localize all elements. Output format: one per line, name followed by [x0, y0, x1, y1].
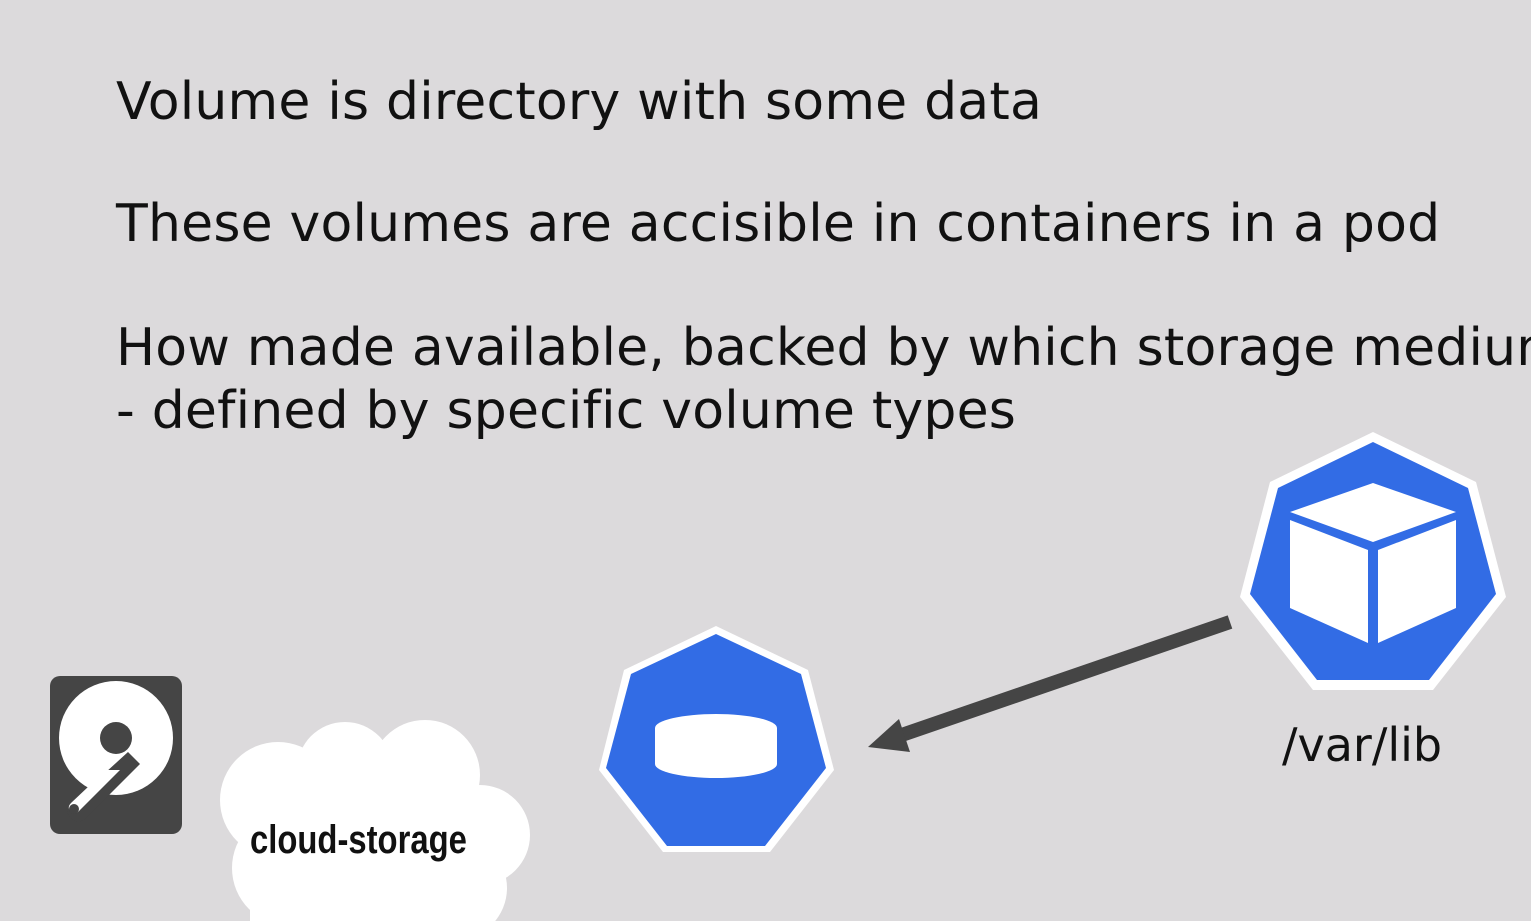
kubernetes-pod-icon	[1240, 432, 1506, 690]
cloud-icon	[220, 720, 530, 921]
arrow-left-icon	[868, 615, 1233, 752]
slide-text-line-4: - defined by specific volume types	[116, 381, 1017, 441]
hard-disk-icon	[50, 676, 182, 834]
kubernetes-volume-icon	[599, 626, 834, 852]
slide-text-line-2: These volumes are accisible in container…	[116, 194, 1441, 254]
slide-text-line-1: Volume is directory with some data	[116, 72, 1043, 132]
cloud-storage-label: cloud-storage	[250, 818, 467, 862]
slide-text-line-3: How made available, backed by which stor…	[116, 318, 1531, 378]
path-label: /var/lib	[1282, 718, 1443, 772]
